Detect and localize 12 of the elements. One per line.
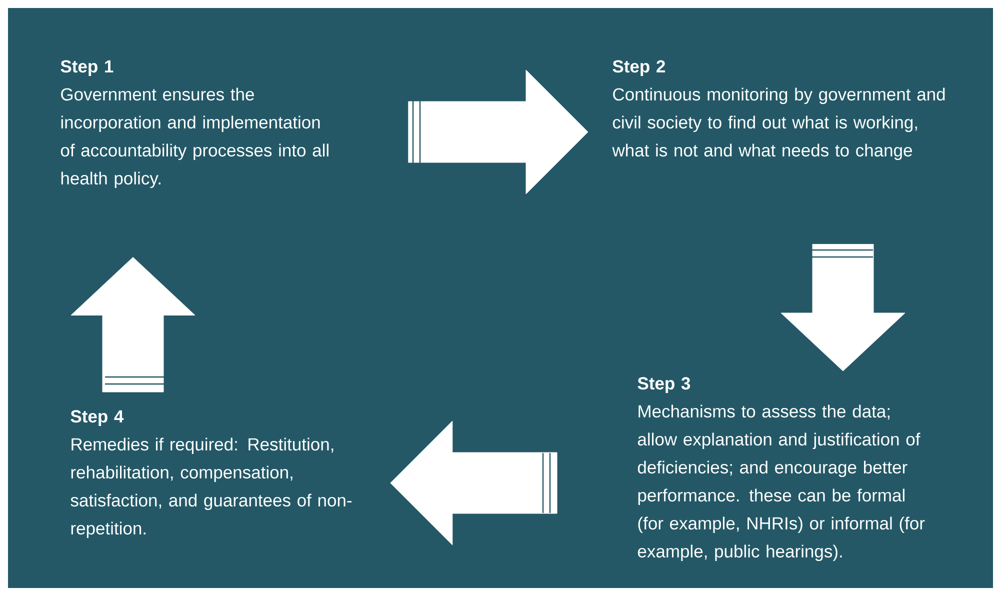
step-heading: Step 4 <box>70 410 124 426</box>
block-arrow <box>408 70 588 194</box>
block-arrow <box>70 257 196 392</box>
step-heading: Step 1 <box>60 60 114 76</box>
block-arrow <box>390 420 558 546</box>
block-arrow <box>780 244 906 372</box>
step-text: Mechanisms to assess the data; allow explanation and justification of deficiencies; and encourage better performance. these can be formal (for example, NHRIs) or informal (for example, public hearings). <box>638 404 925 562</box>
step-heading: Step 2 <box>612 60 665 76</box>
step-heading: Step 3 <box>638 377 690 394</box>
step-text: Remedies if required: Restitution, rehabilitation, compensation, satisfaction, and guarantees of non-repetition. <box>70 438 352 538</box>
step-text: Continuous monitoring by government and civil society to find out what is working, what is not and what needs to change <box>612 88 945 160</box>
step-text: Government ensures the incorporation and implementation of accountability processes into all health policy. <box>60 88 328 188</box>
